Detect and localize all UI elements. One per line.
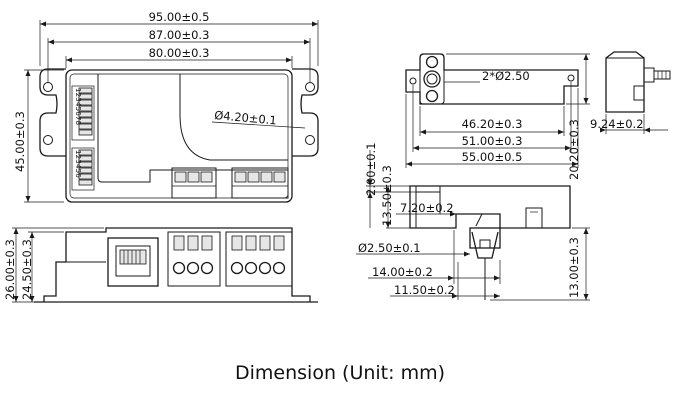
sensor-width-3-label: 55.00±0.5 (462, 150, 523, 164)
sensor-dim-13-5-label: 13.50±0.3 (380, 165, 394, 226)
rj-connector (107, 237, 159, 287)
top-view: 12345678 123456 Ø4.20±0.1 (13, 10, 319, 203)
side-height-body-label: 24.50±0.3 (20, 239, 34, 300)
width-body-label: 80.00±0.3 (149, 46, 210, 60)
sensor-dim-14-label: 14.00±0.2 (372, 265, 433, 279)
sensor-depth-label: 9.24±0.2 (590, 117, 644, 131)
sensor-pin-dia-label: Ø2.50±0.1 (358, 241, 421, 255)
terminal-blocks-top (171, 167, 289, 199)
sensor-top-view: 2*Ø2.50 46.20±0.3 51.00±0.3 55.00±0.5 20… (405, 53, 590, 180)
sensor-height-label: 20.20±0.3 (567, 119, 581, 180)
sensor-front-view: 2.00±0.1 13.50±0.3 7.20±0.2 Ø2.50±0.1 14… (356, 142, 590, 301)
caption: Dimension (Unit: mm) (235, 362, 445, 384)
terminal-blocks-side (167, 231, 293, 287)
sensor-width-2-label: 51.00±0.3 (462, 134, 523, 148)
width-mounting-label: 87.00±0.3 (149, 28, 210, 42)
sensor-height-13-label: 13.00±0.3 (567, 237, 581, 298)
sensor-dim-2-label: 2.00±0.1 (364, 142, 378, 196)
dip-switch-2-numbers: 123456 (74, 150, 82, 178)
dip-switch-1 (78, 87, 93, 136)
hole-diameter-label: Ø4.20±0.1 (214, 108, 278, 127)
sensor-width-1-label: 46.20±0.3 (462, 117, 523, 131)
sensor-pin (469, 227, 501, 300)
dip-switch-1-numbers: 12345678 (74, 88, 82, 125)
width-overall-label: 95.00±0.5 (149, 10, 210, 24)
sensor-dim-11-5-label: 11.50±0.2 (394, 283, 455, 297)
sensor-holes-label: 2*Ø2.50 (482, 69, 530, 83)
sensor-dim-7-2-label: 7.20±0.2 (400, 201, 454, 215)
height-body-label: 45.00±0.3 (13, 111, 27, 172)
sensor-side-view: 9.24±0.2 (590, 51, 671, 134)
side-height-overall-label: 26.00±0.3 (3, 239, 17, 300)
side-view: 26.00±0.3 24.50±0.3 (3, 227, 318, 303)
dip-switch-2 (78, 149, 93, 186)
